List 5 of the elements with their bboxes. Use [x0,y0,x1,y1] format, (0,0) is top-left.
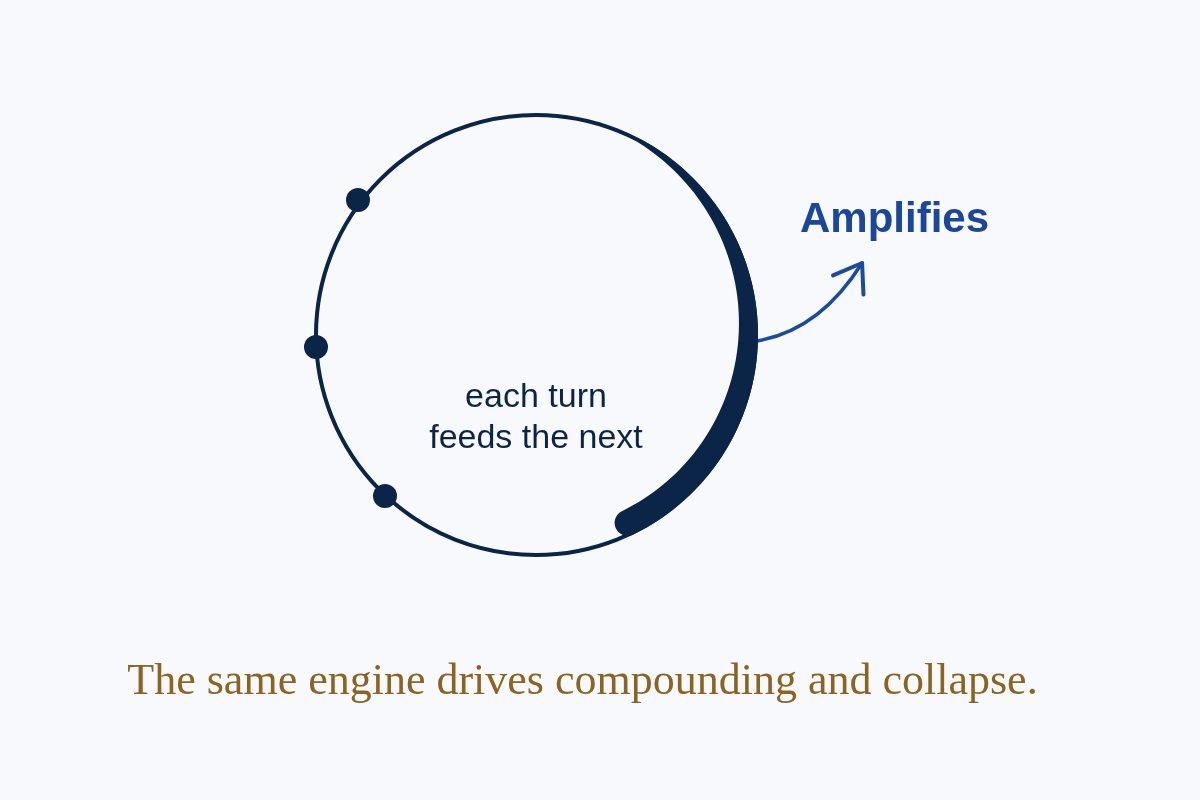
curved-arrow [756,261,865,343]
effect-label: Amplifies [800,194,991,242]
caption-text: The same engine drives compounding and collapse. [127,654,1038,706]
cycle-ring [314,113,758,557]
ring-label: each turn feeds the next [428,375,644,457]
